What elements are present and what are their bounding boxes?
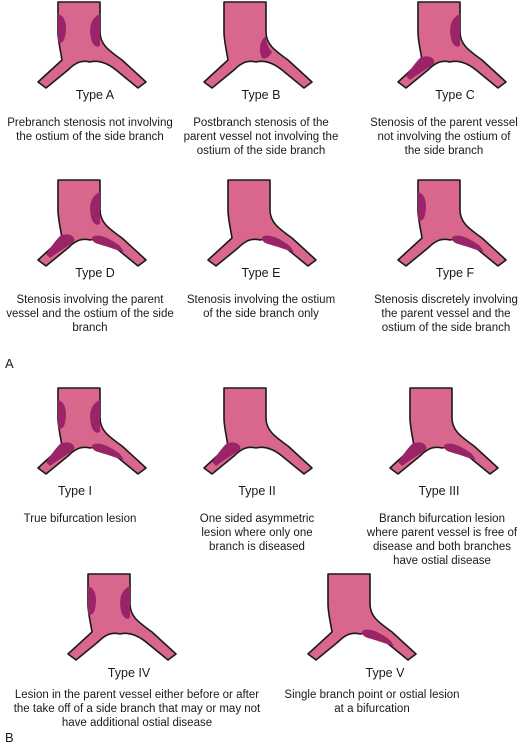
lesion-parent-top-right [90, 14, 100, 47]
bifurcation-vessel-graphic [397, 1, 507, 89]
bifurcation-vessel-graphic [37, 1, 147, 89]
vessel-type-b [196, 0, 320, 97]
vessel-type-f [390, 178, 514, 275]
panel-b-letter: B [5, 730, 14, 745]
lesion-parent-bottom-right [259, 36, 272, 59]
vessel-wall [67, 573, 177, 661]
lesion-parent-top-right [450, 14, 460, 47]
vessel-type-i [30, 386, 154, 483]
bifurcation-vessel-graphic [67, 573, 177, 661]
vessel-wall [203, 1, 313, 89]
bifurcation-vessel-graphic [37, 387, 147, 475]
lesion-parent-top-left [418, 192, 426, 221]
lesion-parent-top-left [88, 586, 96, 615]
type-e-description: Stenosis involving the ostium of the sid… [186, 294, 336, 320]
panel-a-letter: A [5, 356, 14, 371]
type-e-label: Type E [241, 266, 281, 280]
lesion-left-branch [46, 234, 75, 258]
bifurcation-vessel-graphic [203, 387, 313, 475]
lesion-right-branch [91, 443, 124, 460]
vessel-wall [37, 1, 147, 89]
bifurcation-vessel-graphic [389, 387, 499, 475]
lesion-right-branch [91, 235, 124, 252]
lesion-right-branch [451, 235, 484, 252]
lesion-right-branch [261, 235, 294, 252]
lesion-right-branch [443, 443, 476, 460]
type-d-label: Type D [75, 266, 115, 280]
type-i-label: Type I [57, 484, 93, 498]
vessel-wall [207, 179, 317, 267]
lesion-left-branch [398, 442, 427, 466]
type-d-description: Stenosis involving the parent vessel and… [6, 294, 174, 334]
type-iii-description: Branch bifurcation lesion where parent v… [366, 513, 518, 567]
type-iv-label: Type IV [107, 666, 151, 680]
vessel-type-iii [382, 386, 506, 483]
type-f-description: Stenosis discretely involving the parent… [374, 294, 518, 334]
type-b-label: Type B [241, 88, 281, 102]
lesion-left-branch [46, 442, 75, 466]
vessel-type-d [30, 178, 154, 275]
type-c-description: Stenosis of the parent vessel not involv… [370, 117, 518, 157]
vessel-type-v [300, 572, 424, 669]
bifurcation-vessel-graphic [207, 179, 317, 267]
vessel-type-iv [60, 572, 184, 669]
vessel-type-e [200, 178, 324, 275]
lesion-left-branch [406, 56, 435, 80]
vessel-type-a [30, 0, 154, 97]
type-f-label: Type F [435, 266, 475, 280]
lesion-parent-top-right [120, 586, 130, 619]
type-ii-label: Type II [238, 484, 276, 498]
vessel-wall [307, 573, 417, 661]
bifurcation-vessel-graphic [307, 573, 417, 661]
lesion-parent-top-left [58, 400, 66, 429]
type-iv-description: Lesion in the parent vessel either befor… [13, 689, 261, 729]
type-v-label: Type V [365, 666, 405, 680]
bifurcation-vessel-graphic [397, 179, 507, 267]
type-c-label: Type C [435, 88, 475, 102]
type-iii-label: Type III [418, 484, 460, 498]
lesion-right-branch [361, 629, 394, 646]
bifurcation-vessel-graphic [203, 1, 313, 89]
lesion-left-branch [212, 442, 241, 466]
type-v-description: Single branch point or ostial lesion at … [284, 689, 460, 715]
type-a-label: Type A [75, 88, 115, 102]
lesion-parent-top-right [90, 192, 100, 225]
type-b-description: Postbranch stenosis of the parent vessel… [183, 117, 339, 157]
vessel-type-c [390, 0, 514, 97]
lesion-parent-top-right [90, 400, 100, 433]
vessel-type-ii [196, 386, 320, 483]
type-ii-description: One sided asymmetric lesion where only o… [199, 513, 315, 553]
lesion-parent-top-left [58, 14, 66, 43]
type-i-description: True bifurcation lesion [23, 513, 137, 525]
vessel-wall [397, 179, 507, 267]
type-a-description: Prebranch stenosis not involving the ost… [7, 117, 173, 143]
bifurcation-vessel-graphic [37, 179, 147, 267]
